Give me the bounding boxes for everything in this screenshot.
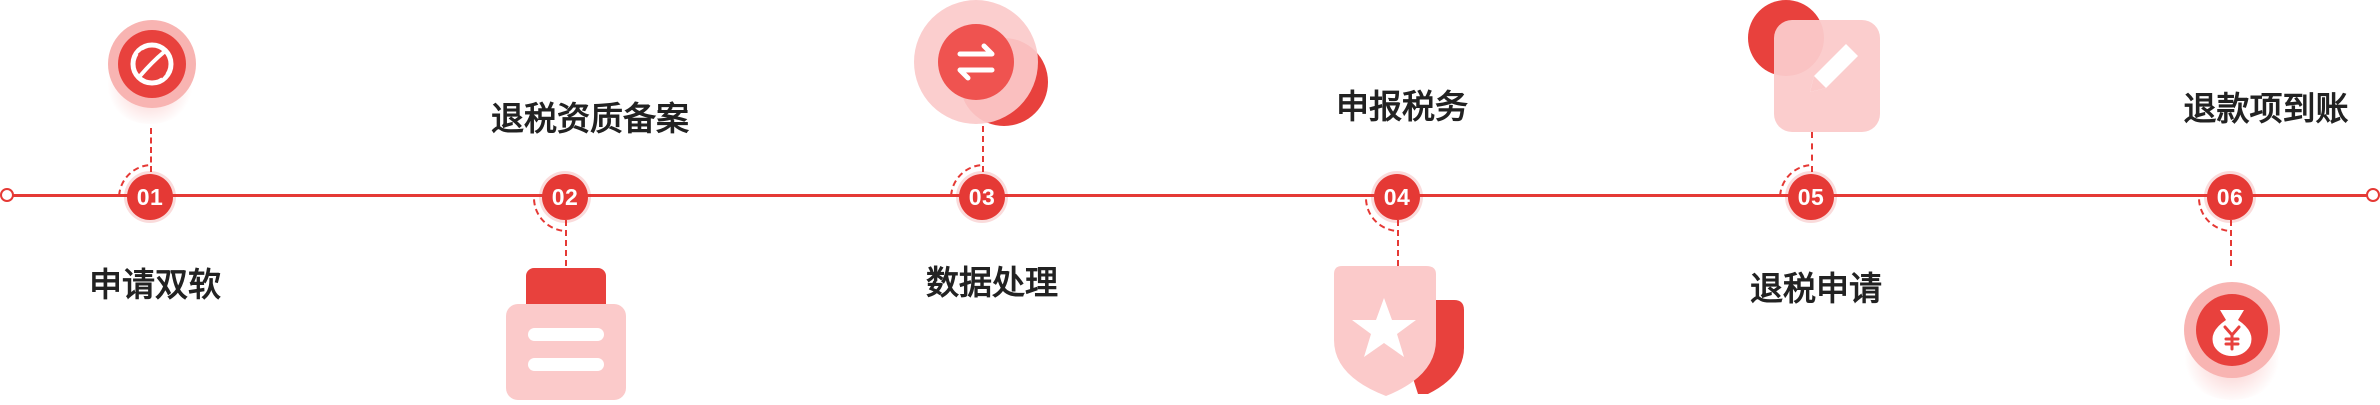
step-06-number: 06 [2207,174,2253,220]
step-03-number: 03 [959,174,1005,220]
step-06-label: 退款项到账 [2183,90,2349,127]
timeline-end-dot [2366,188,2380,202]
step-01-connector [150,128,152,172]
timeline-start-dot [0,188,14,202]
data-exchange-icon [904,0,1064,132]
step-02-label: 退税资质备案 [491,100,689,137]
software-icon [100,14,204,124]
step-03-label: 数据处理 [926,264,1058,301]
step-05-number: 05 [1788,174,1834,220]
timeline-line [6,194,2374,197]
step-03-connector [982,126,984,172]
step-01-number: 01 [127,174,173,220]
money-bag-icon [2176,274,2292,400]
step-05-label: 退税申请 [1750,270,1882,307]
pen-edit-icon [1744,0,1884,136]
shield-star-icon [1328,264,1468,400]
step-04-label: 申报税务 [1336,88,1468,125]
filing-document-icon [500,266,632,400]
step-05-connector [1811,132,1813,172]
step-02-number: 02 [542,174,588,220]
step-06-connector [2230,220,2232,266]
step-01-label: 申请双软 [89,266,221,303]
step-04-connector [1397,220,1399,266]
step-04-number: 04 [1374,174,1420,220]
step-02-connector [565,220,567,266]
